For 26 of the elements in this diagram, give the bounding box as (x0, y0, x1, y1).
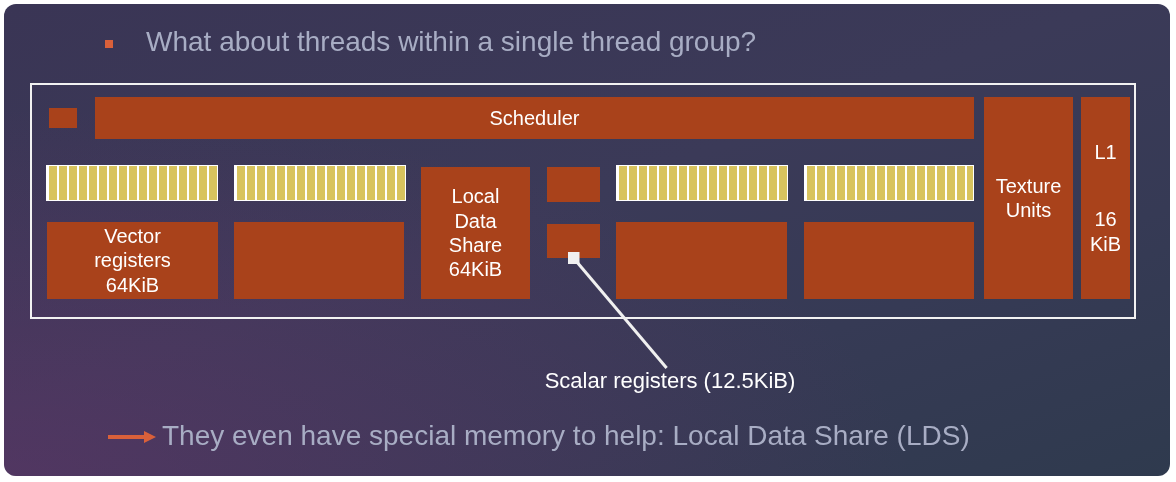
lane-strip (46, 165, 218, 201)
unit-block (1081, 97, 1130, 299)
lane-strip (234, 165, 406, 201)
compute-unit-frame (30, 83, 1136, 319)
lane-strip (616, 165, 788, 201)
block-label: L1 (1094, 139, 1117, 165)
unit-block (984, 97, 1073, 299)
block (616, 222, 787, 299)
block-label: Texture Units (994, 173, 1063, 223)
leader-line (567, 252, 668, 369)
block (804, 222, 974, 299)
block-label: 16 KiB (1088, 207, 1123, 257)
lane-strip (804, 165, 974, 201)
unit-block (421, 167, 530, 299)
callout-label: Scalar registers (12.5KiB) (544, 367, 796, 395)
slide-title: What about threads within a single thread group? (146, 26, 757, 58)
block-label: Scheduler (489, 105, 580, 131)
note-text: They even have special memory to help: Local Data Share (LDS) (162, 420, 970, 452)
unit-block (95, 97, 974, 139)
block-label: Local Data Share 64KiB (447, 184, 504, 282)
block (547, 224, 600, 258)
block (49, 108, 77, 128)
block (234, 222, 404, 299)
block (547, 167, 600, 202)
block-label: Vector registers 64KiB (93, 223, 172, 298)
unit-block (47, 222, 218, 299)
